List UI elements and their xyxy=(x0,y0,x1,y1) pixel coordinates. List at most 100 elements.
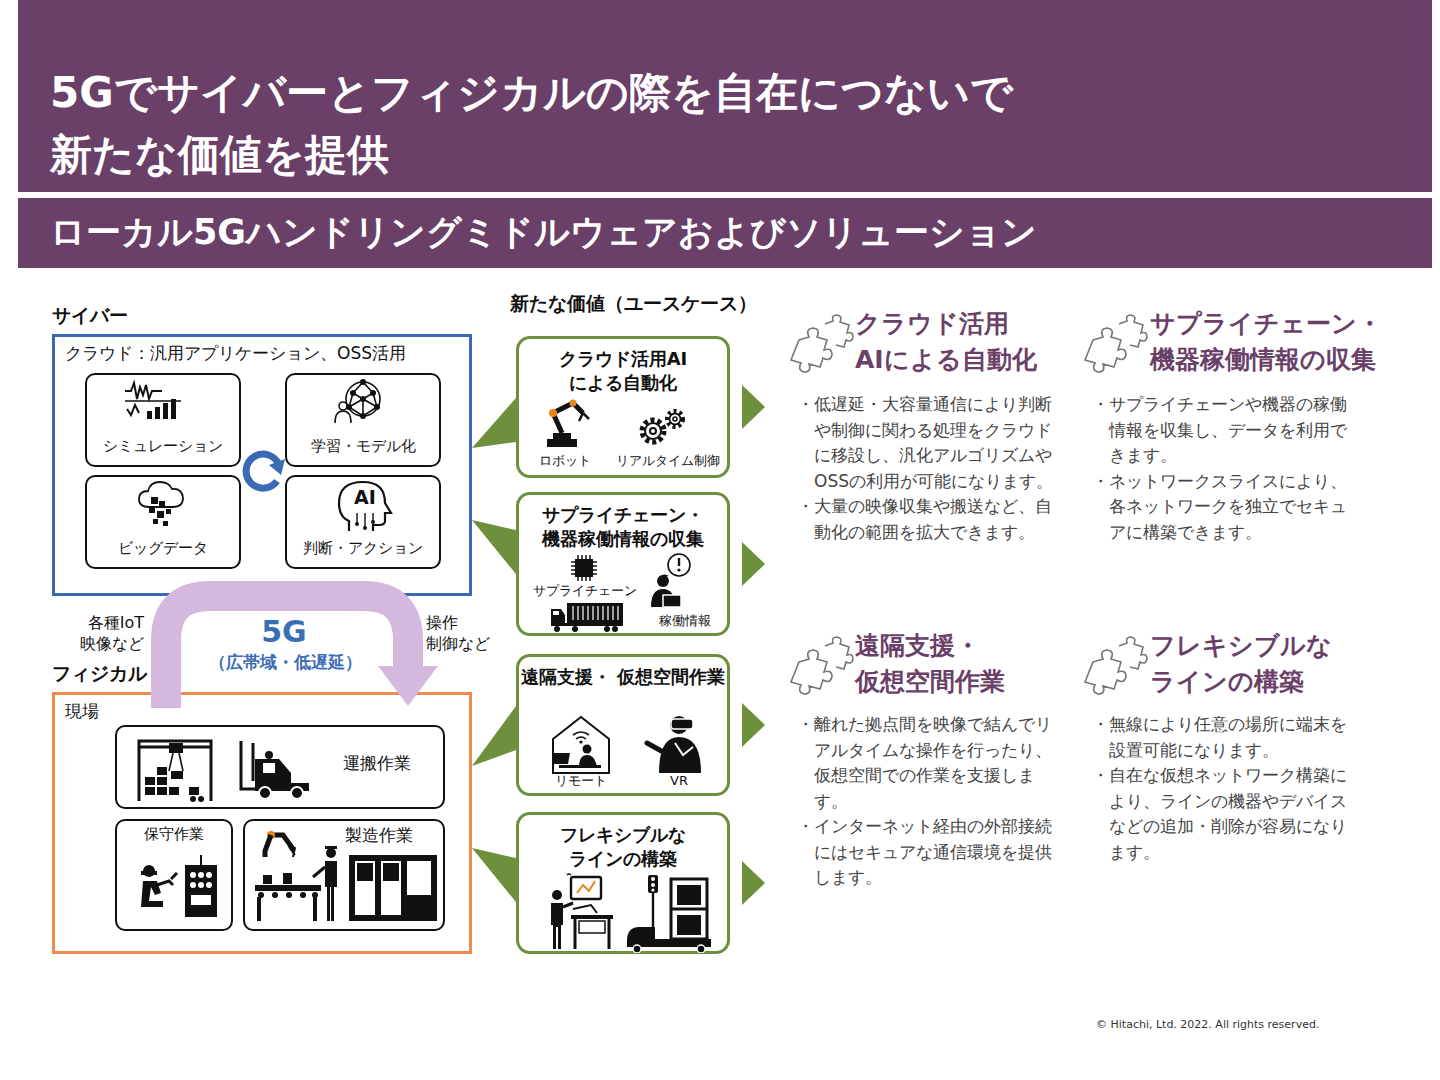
flow-note: 各種IoT 映像など xyxy=(56,612,144,654)
benefit-heading: クラウド活用 AIによる自動化 xyxy=(855,306,1080,378)
node-title: シミュレーション xyxy=(87,437,239,456)
icon xyxy=(349,855,437,921)
node-text: サプライチェーン xyxy=(521,583,649,599)
icon-drawing xyxy=(549,603,625,633)
bullet-list: ・低遅延・大容量通信により判断や制御に関わる処理をクラウドに移設し、汎化アルゴリ… xyxy=(797,392,1055,545)
node-title: フィジカル xyxy=(52,662,152,686)
icon-drawing xyxy=(623,875,715,953)
bullet-text: ・離れた拠点間を映像で結んでリアルタイムな操作を行ったり、仮想空間での作業を支援… xyxy=(797,712,1055,814)
cyber-region: サイバークラウド：汎用アプリケーション、OSS活用シミュレーション学習・モデル化… xyxy=(52,334,472,596)
copyright: © Hitachi, Ltd. 2022. All rights reserve… xyxy=(1096,1018,1396,1032)
work-box: 製造作業 xyxy=(243,819,445,931)
node-title: 運搬作業 xyxy=(343,753,439,774)
bullet-text: ・大量の映像収集や搬送など、自動化の範囲を拡大できます。 xyxy=(797,494,1055,545)
bullet-list: ・サプライチェーンや機器の稼働情報を収集し、データを利用できます。・ネットワーク… xyxy=(1092,392,1354,545)
icon xyxy=(549,603,625,633)
node-title: サプライチェーン・ 機器稼働情報の収集 xyxy=(519,503,727,551)
icon xyxy=(235,737,311,801)
page-title: 5Gでサイバーとフィジカルの際を自在につないで 新たな価値を提供 xyxy=(50,62,1170,186)
icon-drawing xyxy=(123,379,183,423)
node-text: 稼働情報 xyxy=(643,613,727,629)
node-title: 学習・モデル化 xyxy=(287,437,439,456)
node-title: 保守作業 xyxy=(117,825,231,844)
icon-drawing xyxy=(235,737,311,801)
bullet-list: ・離れた拠点間を映像で結んでリアルタイムな操作を行ったり、仮想空間での作業を支援… xyxy=(797,712,1055,891)
function-box: ビッグデータ xyxy=(85,475,241,569)
subtitle: ローカル5Gハンドリングミドルウェアおよびソリューション xyxy=(50,211,1250,255)
icon-drawing xyxy=(349,855,437,921)
icon xyxy=(239,447,287,495)
usecase-box: 遠隔支援・ 仮想空間作業リモート VR xyxy=(516,654,730,796)
bullet-text: ・ネットワークスライスにより、各ネットワークを独立でセキュアに構築できます。 xyxy=(1092,469,1354,546)
icon xyxy=(137,481,187,529)
icon xyxy=(135,733,215,803)
icon-drawing xyxy=(137,481,187,529)
wedge-connector xyxy=(472,706,516,766)
bullet-text: ・サプライチェーンや機器の稼働情報を収集し、データを利用できます。 xyxy=(1092,392,1354,469)
icon-drawing xyxy=(539,399,595,449)
node-text: VR xyxy=(639,773,719,789)
function-box: AI 判断・アクション xyxy=(285,475,441,569)
flow-note: 操作 制御など xyxy=(426,612,498,654)
benefit-heading: 遠隔支援・ 仮想空間作業 xyxy=(855,628,1080,700)
bullet-text: ・インターネット経由の外部接続にはセキュアな通信環境を提供します。 xyxy=(797,814,1055,891)
column-heading: 新たな価値（ユースケース） xyxy=(510,292,770,316)
wedge-connector xyxy=(472,398,516,448)
icon xyxy=(129,851,221,921)
icon xyxy=(569,553,599,583)
icon xyxy=(123,379,183,423)
usecase-box: サプライチェーン・ 機器稼働情報の収集サプライチェーン稼働情報 xyxy=(516,492,730,636)
icon-drawing xyxy=(129,851,221,921)
function-box: シミュレーション xyxy=(85,373,241,467)
bullet-list: ・無線により任意の場所に端末を設置可能になります。・自在な仮想ネットワーク構築に… xyxy=(1092,712,1354,865)
icon-drawing xyxy=(239,447,287,495)
wedge-connector xyxy=(472,520,516,574)
node-title: 製造作業 xyxy=(345,825,441,846)
node-title: AI xyxy=(345,486,385,510)
icon-drawing xyxy=(569,553,599,583)
benefit-heading: フレキシブルな ラインの構築 xyxy=(1150,628,1400,700)
work-box: 保守作業 xyxy=(115,819,233,931)
network-note: （広帯域・低遅延） xyxy=(192,652,378,673)
node-title: クラウド活用AI による自動化 xyxy=(519,347,727,395)
icon-drawing xyxy=(641,713,705,775)
icon-drawing xyxy=(631,403,691,447)
icon-drawing xyxy=(645,551,715,609)
node-text: リモート xyxy=(537,773,625,789)
icon xyxy=(549,713,613,775)
bullet-text: ・自在な仮想ネットワーク構築により、ラインの機器やデバイスなどの追加・削除が容易… xyxy=(1092,763,1354,865)
node-text: 判断・アクション xyxy=(287,539,439,558)
node-text: 現場 xyxy=(65,701,125,722)
bullet-text: ・低遅延・大容量通信により判断や制御に関わる処理をクラウドに移設し、汎化アルゴリ… xyxy=(797,392,1055,494)
function-box: 学習・モデル化 xyxy=(285,373,441,467)
icon xyxy=(539,399,595,449)
icon xyxy=(645,551,715,609)
wedge-connector xyxy=(472,848,516,902)
node-text: クラウド：汎用アプリケーション、OSS活用 xyxy=(65,343,461,364)
usecase-box: フレキシブルな ラインの構築 xyxy=(516,812,730,954)
icon-drawing xyxy=(549,713,613,775)
node-title: 遠隔支援・ 仮想空間作業 xyxy=(519,665,727,689)
icon-drawing xyxy=(329,379,389,425)
icon-drawing xyxy=(249,827,345,923)
physical-region: フィジカル現場運搬作業保守作業製造作業 xyxy=(52,692,472,954)
node-title: サイバー xyxy=(52,304,212,328)
icon xyxy=(641,713,705,775)
icon-drawing xyxy=(543,873,615,951)
work-box: 運搬作業 xyxy=(115,725,445,809)
bullet-text: ・無線により任意の場所に端末を設置可能になります。 xyxy=(1092,712,1354,763)
usecase-box: クラウド活用AI による自動化ロボットリアルタイム制御 xyxy=(516,336,730,478)
node-title: フレキシブルな ラインの構築 xyxy=(519,823,727,871)
benefit-heading: サプライチェーン・ 機器稼働情報の収集 xyxy=(1150,306,1400,378)
icon xyxy=(249,827,345,923)
icon xyxy=(631,403,691,447)
network-label: 5G xyxy=(246,613,322,651)
icon xyxy=(543,873,615,951)
icon xyxy=(329,379,389,425)
node-text: リアルタイム制御 xyxy=(609,453,727,469)
node-title: ビッグデータ xyxy=(87,539,239,558)
icon xyxy=(623,875,715,953)
icon-drawing xyxy=(135,733,215,803)
node-text: ロボット xyxy=(521,453,609,469)
